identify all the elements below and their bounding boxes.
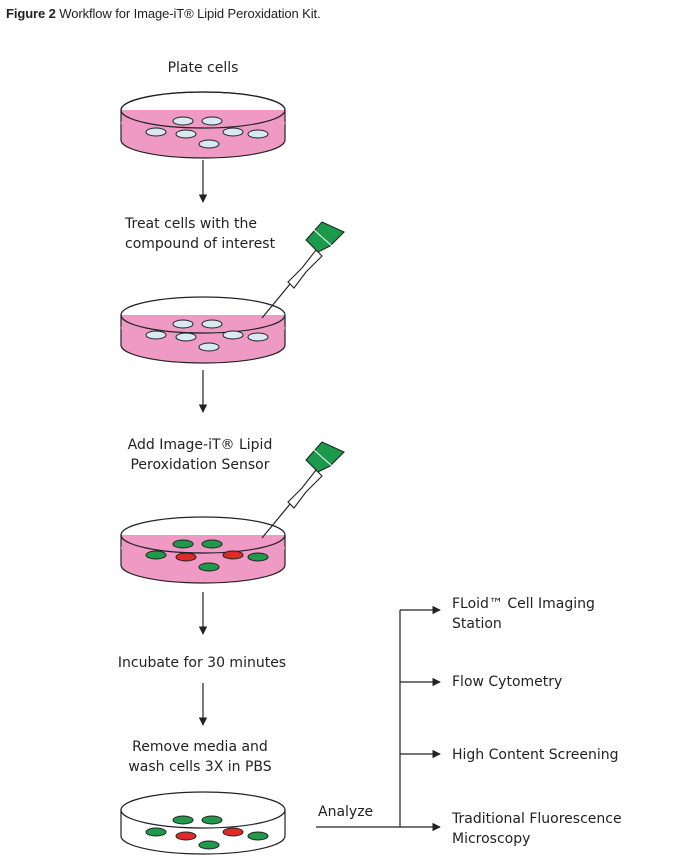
figure-title: Workflow for Image-iT® Lipid Peroxidatio… — [59, 6, 321, 21]
cell — [222, 330, 244, 340]
petri-dish-washed — [120, 791, 286, 855]
analyze-branch — [316, 605, 441, 832]
cell — [222, 127, 244, 137]
cell — [175, 129, 197, 139]
cell-red — [222, 550, 244, 560]
output-label-flow-cytometry: Flow Cytometry — [452, 674, 563, 690]
step-label-add-sensor: Add Image-iT® Lipid Peroxidation Sensor — [127, 437, 273, 473]
cell — [175, 332, 197, 342]
step-label-treat-cells: Treat cells with the compound of interes… — [125, 216, 276, 252]
cell-green — [247, 831, 269, 841]
cell — [247, 332, 269, 342]
output-label-floid: FLoid™ Cell Imaging Station — [452, 596, 595, 632]
cell-green — [198, 562, 220, 572]
cell-green — [172, 539, 194, 549]
petri-dish-plated — [120, 91, 286, 159]
cell — [201, 116, 223, 126]
step-label-wash: Remove media and wash cells 3X in PBS — [128, 739, 272, 775]
cell-green — [145, 827, 167, 837]
cell-red — [222, 827, 244, 837]
analyze-label: Analyze — [318, 804, 374, 820]
cell — [145, 330, 167, 340]
cell — [172, 116, 194, 126]
cell-red — [175, 831, 197, 841]
step-label-plate-cells: Plate cells — [167, 60, 239, 76]
cell-green — [247, 552, 269, 562]
cell-red — [175, 552, 197, 562]
cell — [198, 342, 220, 352]
output-label-high-content: High Content Screening — [452, 747, 619, 763]
petri-dish-treated — [120, 296, 286, 364]
cell — [201, 319, 223, 329]
figure-caption: Figure 2 Workflow for Image-iT® Lipid Pe… — [6, 6, 321, 21]
cell-green — [201, 539, 223, 549]
cell-green — [172, 815, 194, 825]
pipette-icon — [261, 221, 345, 319]
figure-label: Figure 2 — [6, 6, 56, 21]
output-label-microscopy: Traditional Fluorescence Microscopy — [452, 811, 622, 847]
petri-dish-sensor — [120, 516, 286, 584]
cell — [172, 319, 194, 329]
cell-green — [145, 550, 167, 560]
cell — [198, 139, 220, 149]
cell-green — [198, 840, 220, 850]
cell-green — [201, 815, 223, 825]
cell — [247, 129, 269, 139]
step-label-incubate: Incubate for 30 minutes — [117, 655, 287, 671]
cell — [145, 127, 167, 137]
pipette-icon — [261, 441, 345, 539]
